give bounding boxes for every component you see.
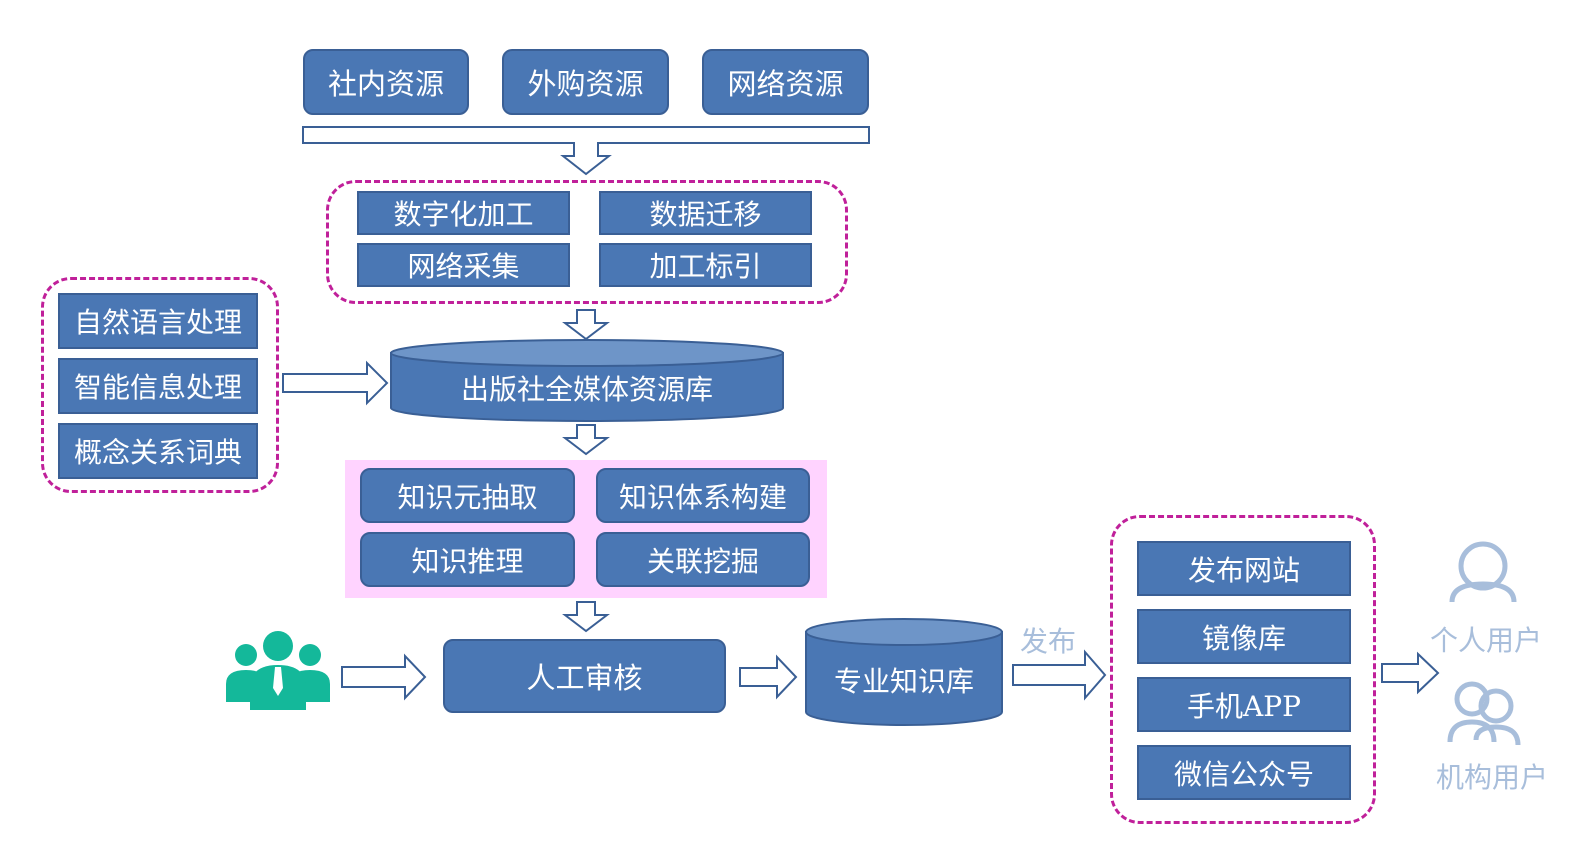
down-arrow-3 <box>562 601 610 633</box>
organization-users-icon <box>1447 681 1521 746</box>
op-association-mining: 关联挖掘 <box>596 532 810 587</box>
process-data-migration: 数据迁移 <box>599 191 812 235</box>
individual-user-label: 个人用户 <box>1430 624 1543 657</box>
channels-group <box>1110 515 1376 824</box>
knowledge-db-cylinder <box>805 618 1003 726</box>
tool-nlp: 自然语言处理 <box>58 293 258 349</box>
people-group-icon <box>226 631 330 710</box>
person-icon <box>1449 541 1517 603</box>
down-arrow-2 <box>562 424 610 456</box>
knowledge-db-label: 专业知识库 <box>833 665 974 698</box>
source-purchased: 外购资源 <box>502 49 669 115</box>
process-web-collection: 网络采集 <box>357 243 570 287</box>
resource-db-cylinder <box>390 339 784 422</box>
channel-website: 发布网站 <box>1137 541 1351 596</box>
op-reasoning: 知识推理 <box>360 532 575 587</box>
tools-group <box>41 277 279 493</box>
tool-concept-dictionary: 概念关系词典 <box>58 423 258 479</box>
organization-user-label: 机构用户 <box>1436 761 1549 794</box>
resource-db-label: 出版社全媒体资源库 <box>460 373 713 406</box>
processing-group <box>326 180 848 304</box>
right-arrow-tools <box>282 360 389 406</box>
manual-review-box: 人工审核 <box>443 639 726 713</box>
process-indexing: 加工标引 <box>599 243 812 287</box>
channel-wechat: 微信公众号 <box>1137 745 1351 800</box>
op-system-construction: 知识体系构建 <box>596 468 810 523</box>
right-arrow-people <box>341 653 427 701</box>
right-arrow-publish <box>1012 649 1107 701</box>
right-arrow-review <box>739 654 798 700</box>
channel-mobile-app: 手机APP <box>1137 677 1351 732</box>
tool-intelligent-info: 智能信息处理 <box>58 358 258 414</box>
merge-arrow <box>302 126 870 176</box>
op-element-extraction: 知识元抽取 <box>360 468 575 523</box>
down-arrow-1 <box>562 309 610 341</box>
publish-label: 发布 <box>1020 625 1077 658</box>
process-digitization: 数字化加工 <box>357 191 570 235</box>
channel-mirror: 镜像库 <box>1137 609 1351 664</box>
source-internal: 社内资源 <box>303 49 469 115</box>
source-network: 网络资源 <box>702 49 869 115</box>
right-arrow-users <box>1381 651 1440 695</box>
